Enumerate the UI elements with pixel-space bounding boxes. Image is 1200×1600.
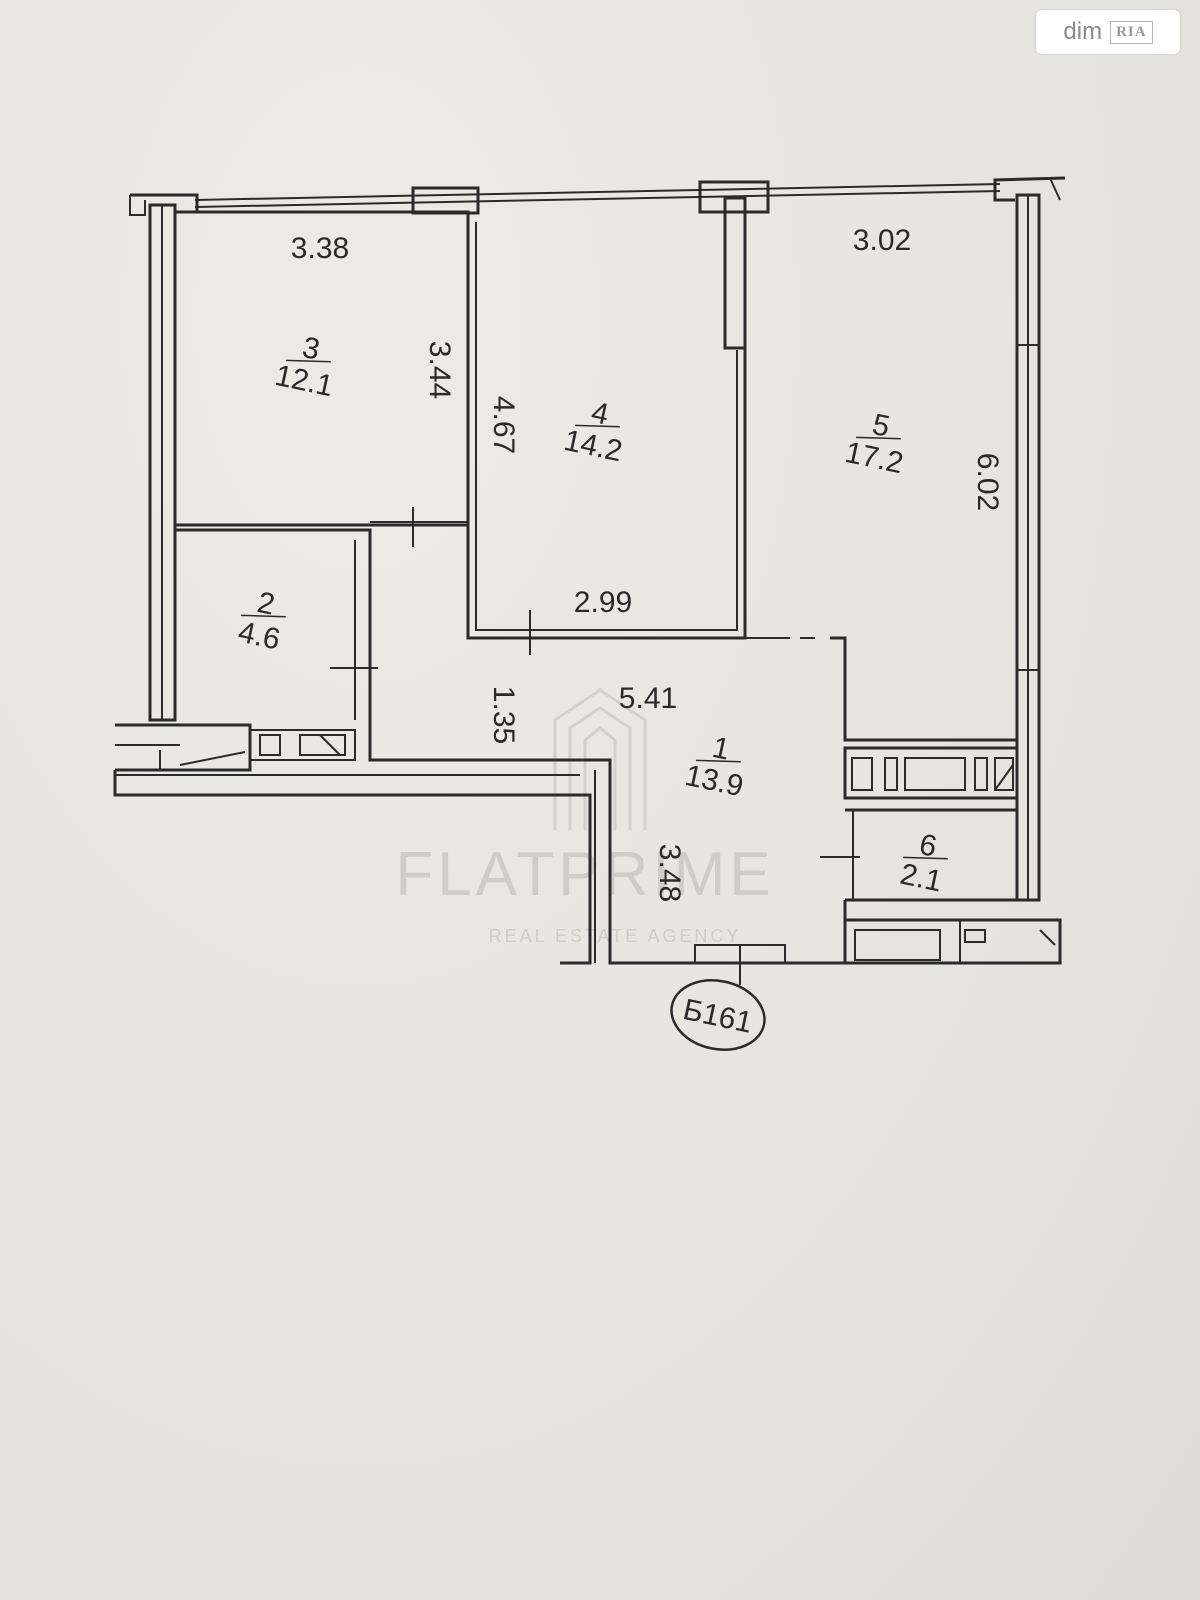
room-2-area: 4.6 [235, 616, 283, 657]
room-2-label: 2 4.6 [235, 586, 286, 657]
room-2-number: 2 [254, 586, 277, 622]
room-4-number: 4 [588, 396, 611, 432]
room-6 [843, 746, 1019, 902]
dim-ria-badge[interactable]: dim RIA [1036, 10, 1180, 54]
left-wall [148, 203, 177, 722]
dim-room3-width: 3.38 [291, 232, 349, 265]
dim-room5-width: 3.02 [853, 224, 911, 257]
room-4 [466, 196, 747, 655]
dim-corridor-height: 1.35 [487, 686, 520, 744]
watermark-tagline: REAL ESTATE AGENCY [489, 926, 742, 946]
room-6-area: 2.1 [897, 858, 945, 899]
dim-hall-width: 5.41 [619, 682, 677, 715]
room-5 [745, 636, 1017, 742]
room-3-label: 3 12.1 [272, 331, 336, 403]
badge-text: dim [1063, 18, 1103, 45]
room-5-area: 17.2 [842, 436, 906, 480]
room-1-label: 1 13.9 [682, 731, 746, 803]
room-3-area: 12.1 [272, 359, 336, 403]
dim-hall-height: 3.48 [653, 844, 686, 902]
lower-left-wall [113, 723, 592, 965]
dim-room3-height: 3.44 [423, 341, 456, 399]
room-4-label: 4 14.2 [561, 396, 625, 468]
entrance-code: Б161 [680, 993, 755, 1040]
dim-room4-width: 2.99 [574, 586, 632, 619]
room-6-number: 6 [916, 828, 939, 864]
room-1-number: 1 [709, 731, 732, 767]
flatprime-watermark: FLATPRIME REAL ESTATE AGENCY [395, 688, 774, 946]
right-wall [1015, 193, 1041, 902]
room-5-number: 5 [869, 408, 892, 444]
watermark-name: FLATPRIME [395, 840, 774, 909]
dim-room4-height: 4.67 [487, 396, 520, 454]
top-window-wall [129, 176, 1066, 216]
room-5-label: 5 17.2 [842, 408, 906, 480]
room-6-label: 6 2.1 [897, 828, 948, 899]
lower-right-block [845, 918, 1062, 965]
ria-logo: RIA [1110, 20, 1153, 44]
dim-room5-height: 6.02 [971, 453, 1004, 511]
room-4-area: 14.2 [561, 424, 625, 468]
room-1-area: 13.9 [682, 759, 746, 803]
room-3-number: 3 [299, 331, 322, 367]
entrance-code-marker: Б161 [670, 979, 766, 1051]
